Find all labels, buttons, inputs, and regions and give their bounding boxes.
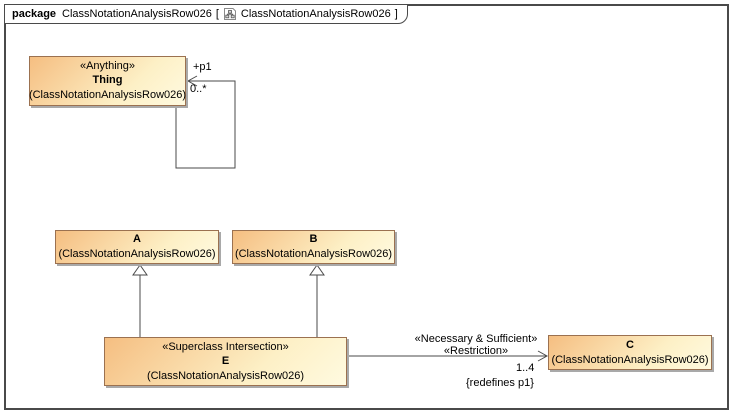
open-arrowhead — [537, 350, 549, 362]
bracket-open: [ — [215, 8, 219, 20]
class-c[interactable]: C (ClassNotationAnalysisRow026) — [548, 335, 712, 370]
class-qualifier: (ClassNotationAnalysisRow026) — [234, 248, 393, 260]
bracket-close: ] — [394, 8, 398, 20]
package-name: ClassNotationAnalysisRow026 — [62, 8, 212, 20]
class-stereotype: «Anything» — [79, 60, 136, 72]
class-qualifier: (ClassNotationAnalysisRow026) — [58, 248, 216, 260]
self-association-edge[interactable] — [175, 75, 236, 169]
open-arrowhead — [186, 75, 198, 87]
hollow-triangle-arrowhead — [132, 264, 148, 276]
restriction-edge[interactable] — [347, 350, 549, 362]
class-name: C — [626, 338, 634, 351]
role-label-p1[interactable]: +p1 — [193, 61, 212, 73]
hollow-triangle-arrowhead — [309, 264, 325, 276]
package-header-tab[interactable]: package ClassNotationAnalysisRow026 [ Cl… — [4, 4, 408, 24]
redefines-constraint-label[interactable]: {redefines p1} — [466, 377, 534, 389]
diagram-name: ClassNotationAnalysisRow026 — [240, 8, 391, 20]
class-qualifier: (ClassNotationAnalysisRow026) — [551, 353, 709, 366]
class-e[interactable]: «Superclass Intersection» E (ClassNotati… — [104, 337, 347, 386]
class-b[interactable]: B (ClassNotationAnalysisRow026) — [232, 230, 395, 264]
stereotype-line-1: «Necessary & Sufficient» — [414, 333, 538, 345]
generalization-e-b-edge[interactable] — [309, 264, 325, 337]
class-qualifier: (ClassNotationAnalysisRow026) — [146, 369, 305, 382]
generalization-e-a-edge[interactable] — [132, 264, 148, 337]
multiplicity-label-1-4[interactable]: 1..4 — [516, 362, 535, 374]
multiplicity-label-0-star[interactable]: 0..* — [190, 83, 207, 95]
class-thing[interactable]: «Anything» Thing (ClassNotationAnalysisR… — [29, 56, 186, 106]
stereotype-line-2: «Restriction» — [443, 345, 509, 357]
package-diagram-icon — [223, 8, 237, 20]
class-name: A — [133, 233, 141, 245]
class-name: Thing — [92, 74, 123, 86]
class-a[interactable]: A (ClassNotationAnalysisRow026) — [55, 230, 219, 264]
class-stereotype: «Superclass Intersection» — [162, 340, 289, 353]
class-qualifier: (ClassNotationAnalysisRow026) — [28, 89, 187, 101]
package-keyword: package — [12, 8, 57, 20]
class-name: E — [221, 354, 230, 367]
restriction-stereotype-labels[interactable]: «Necessary & Sufficient» «Restriction» — [410, 333, 542, 357]
class-name: B — [309, 233, 318, 245]
